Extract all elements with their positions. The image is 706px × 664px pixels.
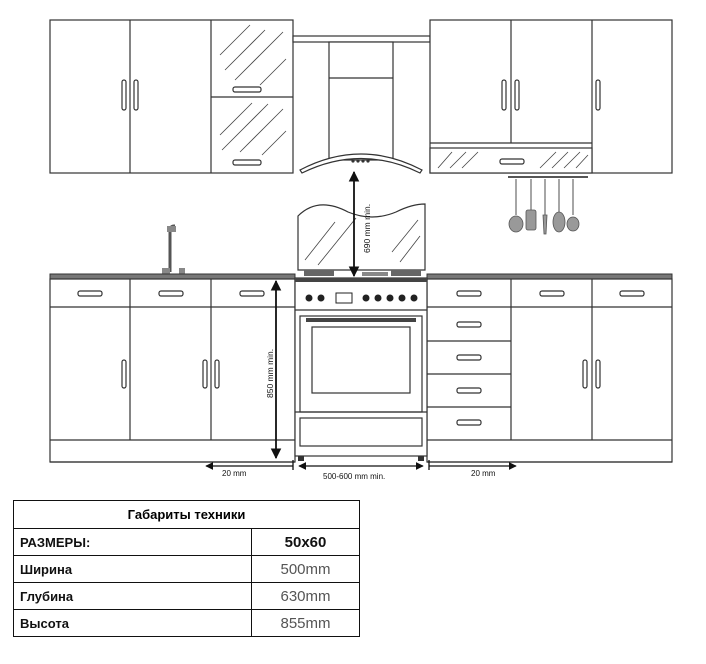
table-row: Глубина 630mm	[13, 582, 360, 610]
countertop-left	[49, 273, 296, 280]
specs-header-label: РАЗМЕРЫ:	[13, 528, 252, 556]
hood-clearance-label: 690 mm min.	[362, 204, 372, 253]
counter-height-dimension: 850 mm min.	[265, 279, 282, 460]
countertop-right	[426, 273, 673, 280]
upper-cabinet-left	[49, 19, 294, 174]
right-gap-label: 20 mm	[471, 469, 496, 478]
faucet	[162, 224, 185, 274]
lower-cabinet-left	[49, 278, 296, 463]
lower-cabinet-right	[426, 278, 673, 463]
stove-width-dimension: 500-600 mm min.	[298, 462, 424, 481]
counter-height-label: 850 mm min.	[265, 349, 275, 398]
upper-cabinet-right	[429, 19, 673, 174]
specs-header-value: 50x60	[251, 528, 360, 556]
height-label: Высота	[13, 609, 252, 637]
hood-clearance-dimension: 690 mm min.	[348, 170, 372, 278]
table-row: Ширина 500mm	[13, 555, 360, 583]
range-hood	[292, 35, 431, 174]
right-gap-dimension: 20 mm	[428, 460, 517, 478]
kitchen-installation-diagram: 690 mm min. 850 mm min. 20 mm 500-600 mm…	[49, 19, 673, 481]
specs-title: Габариты техники	[13, 500, 360, 529]
left-gap-dimension: 20 mm	[205, 460, 294, 478]
left-gap-label: 20 mm	[222, 469, 247, 478]
table-row: Высота 855mm	[13, 609, 360, 637]
specs-title-row: Габариты техники	[13, 500, 360, 529]
stove	[294, 203, 428, 461]
stove-width-label: 500-600 mm min.	[323, 472, 385, 481]
height-value: 855mm	[251, 609, 360, 637]
width-value: 500mm	[251, 555, 360, 583]
specs-table: Габариты техники РАЗМЕРЫ: 50x60 Ширина 5…	[13, 500, 360, 637]
specs-header-row: РАЗМЕРЫ: 50x60	[13, 528, 360, 556]
depth-label: Глубина	[13, 582, 252, 610]
utensils	[508, 176, 588, 235]
depth-value: 630mm	[251, 582, 360, 610]
width-label: Ширина	[13, 555, 252, 583]
